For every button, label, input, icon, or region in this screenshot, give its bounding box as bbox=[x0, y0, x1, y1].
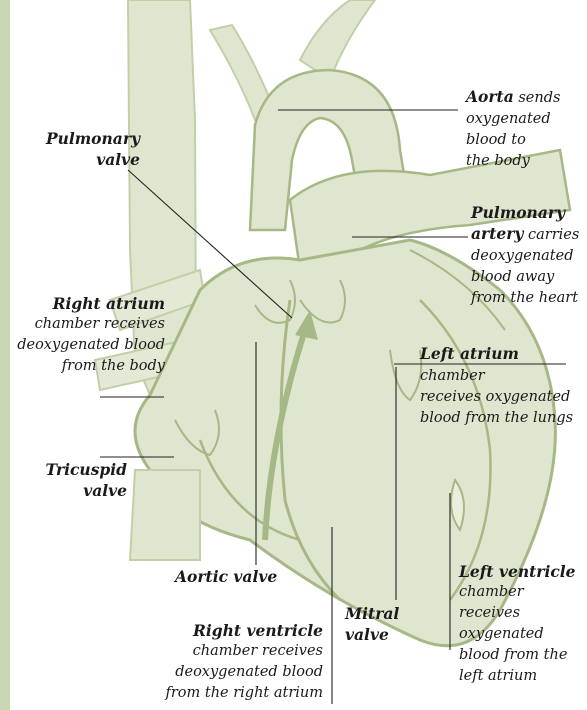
right-ventricle-term: Right ventricle bbox=[150, 620, 323, 641]
aorta-label: Aorta sends oxygenated blood to the body bbox=[466, 86, 560, 172]
pulmonary-artery-desc-1: carries bbox=[528, 227, 579, 243]
aorta-desc-2: oxygenated bbox=[466, 109, 560, 130]
right-ventricle-desc-1: chamber receives bbox=[150, 641, 323, 662]
left-atrium-label: Left atrium chamber receives oxygenated … bbox=[420, 343, 587, 429]
aorta-desc-4: the body bbox=[466, 151, 560, 172]
aorta-desc-3: blood to bbox=[466, 130, 560, 151]
right-atrium-term: Right atrium bbox=[8, 293, 165, 314]
left-atrium-desc-3: blood from the lungs bbox=[420, 408, 587, 429]
left-atrium-term: Left atrium bbox=[420, 344, 519, 363]
right-atrium-desc-3: from the body bbox=[8, 356, 165, 377]
left-atrium-desc-1: chamber bbox=[420, 368, 485, 384]
pulmonary-valve-term-1: Pulmonary bbox=[20, 128, 140, 149]
tricuspid-valve-term-1: Tricuspid bbox=[20, 459, 127, 480]
tricuspid-valve-term-2: valve bbox=[20, 480, 127, 501]
upper-branch-shape-2 bbox=[300, 0, 375, 80]
aorta-desc-1: sends bbox=[518, 90, 560, 106]
pulmonary-artery-label: Pulmonary artery carries deoxygenated bl… bbox=[471, 202, 579, 309]
pulmonary-artery-desc-3: blood away bbox=[471, 267, 579, 288]
pulmonary-artery-term-2: artery bbox=[471, 224, 523, 243]
right-atrium-label: Right atrium chamber receives deoxygenat… bbox=[8, 293, 165, 377]
pulmonary-valve-label: Pulmonary valve bbox=[20, 128, 140, 170]
left-ventricle-term: Left ventricle bbox=[459, 561, 576, 582]
left-ventricle-label: Left ventricle chamber receives oxygenat… bbox=[459, 561, 576, 687]
mitral-valve-label: Mitral valve bbox=[345, 603, 399, 645]
right-atrium-desc-1: chamber receives bbox=[8, 314, 165, 335]
left-ventricle-desc-4: blood from the bbox=[459, 645, 576, 666]
pulmonary-artery-term-1: Pulmonary bbox=[471, 202, 579, 223]
mitral-valve-term-2: valve bbox=[345, 624, 399, 645]
right-ventricle-desc-2: deoxygenated blood bbox=[150, 662, 323, 683]
right-ventricle-desc-3: from the right atrium bbox=[150, 683, 323, 704]
left-ventricle-desc-2: receives bbox=[459, 603, 576, 624]
pulmonary-artery-desc-2: deoxygenated bbox=[471, 246, 579, 267]
aortic-valve-label: Aortic valve bbox=[175, 566, 277, 589]
aortic-valve-term: Aortic valve bbox=[175, 567, 277, 586]
left-ventricle-desc-3: oxygenated bbox=[459, 624, 576, 645]
left-ventricle-desc-1: chamber bbox=[459, 582, 576, 603]
pulmonary-artery-desc-4: from the heart bbox=[471, 288, 579, 309]
left-atrium-desc-2: receives oxygenated bbox=[420, 387, 587, 408]
aorta-term: Aorta bbox=[466, 87, 514, 106]
pulmonary-valve-term-2: valve bbox=[20, 149, 140, 170]
right-ventricle-label: Right ventricle chamber receives deoxyge… bbox=[150, 620, 323, 704]
right-atrium-desc-2: deoxygenated blood bbox=[8, 335, 165, 356]
mitral-valve-term-1: Mitral bbox=[345, 603, 399, 624]
left-ventricle-desc-5: left atrium bbox=[459, 666, 576, 687]
inferior-vena-cava-shape bbox=[130, 470, 200, 560]
tricuspid-valve-label: Tricuspid valve bbox=[20, 459, 127, 501]
